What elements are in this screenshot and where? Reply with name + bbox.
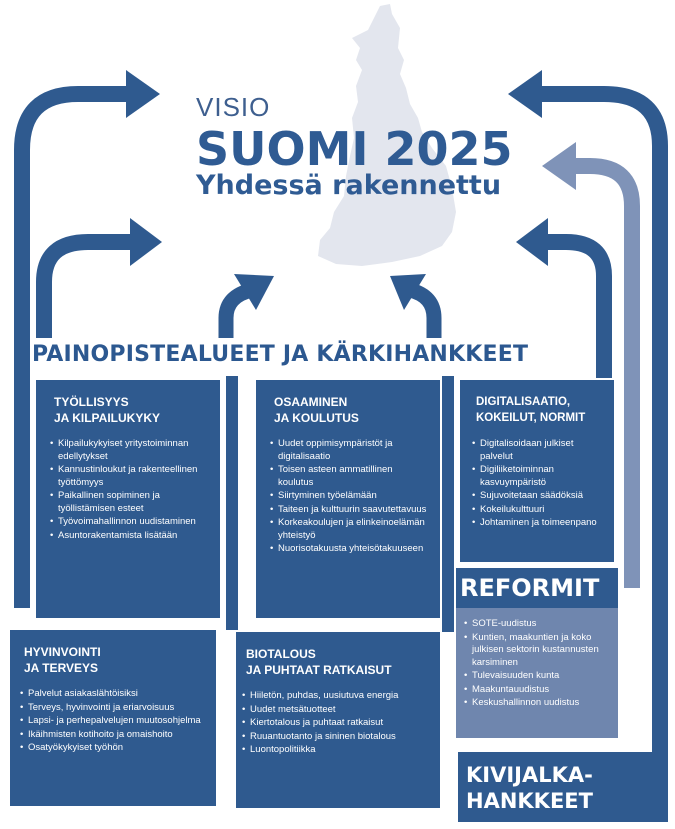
left-outer-arrow [14,86,128,608]
box-title-line2: JA KOULUTUS [274,411,359,425]
box-title-line2: JA KILPAILUKYKY [54,411,161,425]
box-title: HYVINVOINTI JA TERVEYS [24,644,206,676]
bullet-list: Digitalisoidaan julkiset palvelut Digili… [472,438,604,530]
right-outer-arrowhead [508,70,542,118]
list-item: Uudet metsätuotteet [242,704,430,717]
list-item: Johtaminen ja toimeenpano [472,517,604,530]
connector-strip-right [442,376,454,632]
box-title: TYÖLLISYYS JA KILPAILUKYKY [54,394,210,426]
list-item: Kokeilukulttuuri [472,504,604,517]
list-item: Ikäihmisten kotihoito ja omaishoito [20,729,206,742]
section-heading: PAINOPISTEALUEET JA KÄRKIHANKKEET [32,342,529,367]
list-item: SOTE-uudistus [464,618,610,631]
priority-box-wellbeing: HYVINVOINTI JA TERVEYS Palvelut asiakasl… [10,630,216,806]
list-item: Digitalisoidaan julkiset palvelut [472,438,604,463]
box-title-line1: DIGITALISAATIO, [476,396,571,408]
left-inner-arrow [36,234,132,338]
list-item: Ruuantuotanto ja sininen biotalous [242,731,430,744]
vision-title: SUOMI 2025 [196,122,513,176]
vision-subtitle: Yhdessä rakennettu [196,170,502,201]
center-right-arrowhead [390,274,426,310]
box-title-line1: BIOTALOUS [246,647,316,661]
bullet-list: Kilpailukykyiset yritystoiminnan edellyt… [50,438,210,542]
right-middle-arrowhead [542,142,576,190]
list-item: Hiiletön, puhdas, uusiutuva energia [242,690,430,703]
box-title: BIOTALOUS JA PUHTAAT RATKAISUT [246,646,430,678]
priority-box-bioeconomy: BIOTALOUS JA PUHTAAT RATKAISUT Hiiletön,… [236,632,440,808]
list-item: Palvelut asiakaslähtöisiksi [20,688,206,701]
list-item: Asuntorakentamista lisätään [50,530,210,543]
right-outer-arrow [540,86,668,760]
list-item: Taiteen ja kulttuurin saavutettavuus [270,504,430,517]
vision-label: VISIO [196,92,271,122]
list-item: Nuorisotakuusta yhteisötakuuseen [270,543,430,556]
left-outer-arrowhead [126,70,160,118]
bullet-list: Hiiletön, puhdas, uusiutuva energia Uude… [242,690,430,757]
foundation-box: KIVIJALKA- HANKKEET [458,752,668,822]
list-item: Keskushallinnon uudistus [464,697,610,710]
reforms-header: REFORMIT [456,568,618,608]
list-item: Digiliiketoiminnan kasvuympäristö [472,464,604,489]
list-item: Maakuntauudistus [464,684,610,697]
center-left-arrow [218,282,255,338]
reforms-box: SOTE-uudistus Kuntien, maakuntien ja kok… [456,608,618,738]
box-title-line1: TYÖLLISYYS [54,395,129,409]
bullet-list: Uudet oppimisympäristöt ja digitalisaati… [270,438,430,556]
foundation-title-line2: HANKKEET [466,789,593,813]
list-item: Siirtyminen työelämään [270,490,430,503]
priority-box-education: OSAAMINEN JA KOULUTUS Uudet oppimisympär… [256,380,440,618]
box-title-line2: KOKEILUT, NORMIT [476,412,586,424]
center-left-arrowhead [234,274,274,310]
connector-strip-left [226,376,238,630]
reforms-title: REFORMIT [460,574,600,602]
list-item: Paikallinen sopiminen ja työllistämisen … [50,490,210,515]
box-title-line2: JA PUHTAAT RATKAISUT [246,663,392,677]
foundation-title-line1: KIVIJALKA- [466,763,593,787]
list-item: Kiertotalous ja puhtaat ratkaisut [242,717,430,730]
center-right-arrow [407,282,442,338]
list-item: Sujuvoitetaan säädöksiä [472,490,604,503]
left-inner-arrowhead [130,218,162,266]
box-title: DIGITALISAATIO, KOKEILUT, NORMIT [476,394,604,426]
bullet-list: Palvelut asiakaslähtöisiksi Terveys, hyv… [20,688,206,755]
list-item: Työvoimahallinnon uudistaminen [50,516,210,529]
list-item: Luontopolitiikka [242,744,430,757]
list-item: Toisen asteen ammatillinen koulutus [270,464,430,489]
box-title-line1: HYVINVOINTI [24,645,101,659]
list-item: Lapsi- ja perhepalvelujen muutosohjelma [20,715,206,728]
box-title-line2: JA TERVEYS [24,661,99,675]
list-item: Kannustinloukut ja rakenteellinen työttö… [50,464,210,489]
list-item: Kilpailukykyiset yritystoiminnan edellyt… [50,438,210,463]
box-title: OSAAMINEN JA KOULUTUS [274,394,430,426]
list-item: Osatyökykyiset työhön [20,742,206,755]
list-item: Tulevaisuuden kunta [464,670,610,683]
priority-box-digitalisation: DIGITALISAATIO, KOKEILUT, NORMIT Digital… [460,380,614,562]
list-item: Uudet oppimisympäristöt ja digitalisaati… [270,438,430,463]
finland-map [318,4,456,266]
right-inner-arrow [546,234,612,378]
list-item: Kuntien, maakuntien ja koko julkisen sek… [464,632,610,670]
right-inner-arrowhead [516,218,548,266]
bullet-list: SOTE-uudistus Kuntien, maakuntien ja kok… [464,618,610,710]
right-middle-arrow [574,158,640,588]
list-item: Korkeakoulujen ja elinkeinoelämän yhteis… [270,517,430,542]
box-title-line1: OSAAMINEN [274,395,348,409]
priority-box-employment: TYÖLLISYYS JA KILPAILUKYKY Kilpailukykyi… [36,380,220,618]
list-item: Terveys, hyvinvointi ja eriarvoisuus [20,702,206,715]
